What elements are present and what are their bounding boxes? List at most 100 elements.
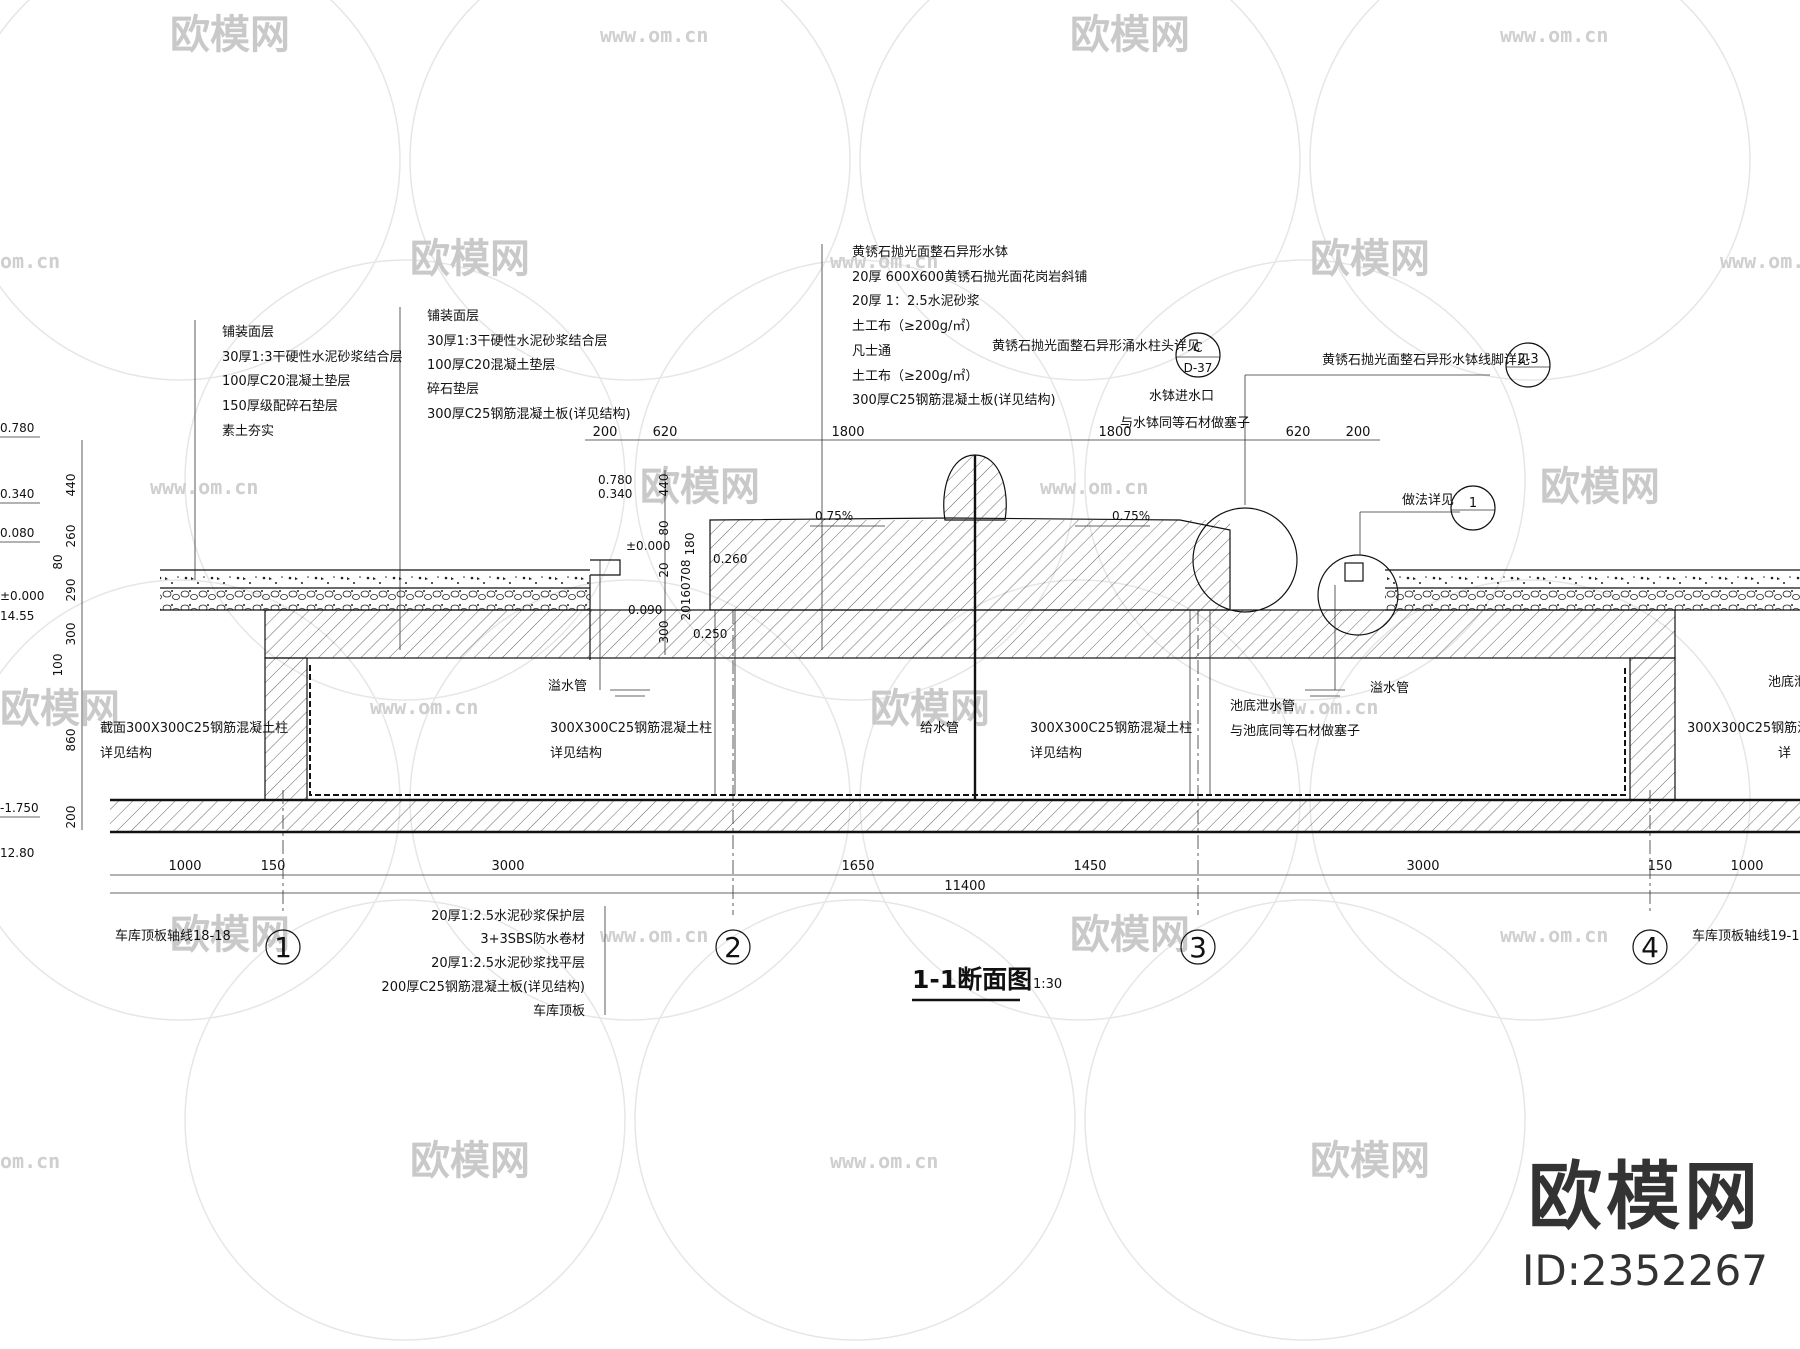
level-label: -1.750 <box>0 801 39 815</box>
axis-label-2: 2 <box>724 931 742 964</box>
note-inlet: 水钵进水口 <box>1149 389 1214 404</box>
watermark-url: www.om.cn <box>150 475 258 499</box>
wall-right <box>1630 658 1675 800</box>
callout-c-sub: D-37 <box>1184 361 1213 375</box>
watermark-url: www.om.cn <box>1040 475 1148 499</box>
left-edge-step <box>590 559 621 576</box>
note-column-left: 截面300X300C25钢筋混凝土柱 <box>100 720 288 736</box>
dim-vertical: 80 <box>657 520 671 535</box>
level-label: ±0.000 <box>626 539 670 553</box>
watermark-brand: 欧模网 <box>410 236 530 282</box>
title-text: 1-1断面图 <box>912 965 1032 994</box>
axis-bubble-1 <box>265 929 301 965</box>
note: 凡士通 <box>852 344 891 359</box>
dimensions-mid: 440 180 80 20 20160708 300 <box>657 474 697 644</box>
watermark-brand: 欧模网 <box>1310 236 1430 282</box>
dim-vertical: 440 <box>657 474 671 497</box>
axis-note-right: 车库顶板轴线19-19 <box>1692 928 1800 944</box>
notes-pipes: 溢水管 溢水管 给水管 池底泄水管 与池底同等石材做塞子 截面300X300C2… <box>100 674 1800 761</box>
watermark-url: www.om.cn <box>1720 249 1800 273</box>
waterproof-line <box>309 665 1626 796</box>
watermark-url: www.om.cn <box>1500 23 1608 47</box>
slope-label: 0.75% <box>815 509 853 523</box>
note-drain-plug: 与池底同等石材做塞子 <box>1230 723 1360 739</box>
note-column-mid: 详见结构 <box>550 746 602 761</box>
dim-top: 200 <box>593 425 618 440</box>
level-label: 0.340 <box>598 487 632 501</box>
note: 300厚C25钢筋混凝土板(详见结构) <box>427 406 631 422</box>
note-column-right: 300X300C25钢筋混凝 <box>1687 720 1800 736</box>
note: 铺装面层 <box>222 325 274 340</box>
notes-center-paving: 铺装面层 30厚1:3干硬性水泥砂浆结合层 100厚C20混凝土垫层 碎石垫层 … <box>427 309 631 422</box>
callouts: 黄锈石抛光面整石异形涌水柱头详见 C D-37 黄锈石抛光面整石异形水钵线脚详见… <box>992 332 1551 531</box>
note: 土工布（≥200g/㎡） <box>852 369 978 384</box>
note-detail-ref: 做法详见 <box>1402 493 1454 508</box>
note: 碎石垫层 <box>427 381 479 397</box>
watermark-brand: 欧模网 <box>1540 464 1660 510</box>
gravel-right <box>1385 588 1800 610</box>
brand-name: 欧模网 <box>1528 1154 1762 1240</box>
note-column-mid: 详见结构 <box>1030 746 1082 761</box>
note-fountain-detail: 黄锈石抛光面整石异形涌水柱头详见 <box>992 339 1200 354</box>
callout-bubble-23 <box>1505 342 1551 388</box>
dim-top: 620 <box>1286 425 1311 440</box>
note: 300厚C25钢筋混凝土板(详见结构) <box>852 392 1056 408</box>
dim-top: 1800 <box>831 425 864 440</box>
level-label: 0.780 <box>598 473 632 487</box>
leaders <box>194 244 1490 1015</box>
watermark-brand: 欧模网 <box>1070 12 1190 58</box>
structure <box>81 440 1800 834</box>
dim-bottom: 150 <box>1648 859 1673 874</box>
notes-pool-top: 黄锈石抛光面整石异形水钵 20厚 600X600黄锈石抛光面花岗岩斜铺 20厚 … <box>852 245 1087 408</box>
dim-vertical: 180 <box>683 533 697 556</box>
watermark-url: www.om.cn <box>830 249 938 273</box>
level-label: 0.080 <box>0 526 34 540</box>
axis-bubble-3 <box>1180 929 1216 965</box>
paving-right <box>1385 570 1800 588</box>
watermark-url: om.cn <box>0 249 60 273</box>
watermark-brand: 欧模网 <box>170 912 290 958</box>
note-drain: 池底泄水管 <box>1230 698 1295 714</box>
note: 素土夯实 <box>222 424 274 439</box>
note: 黄锈石抛光面整石异形水钵 <box>852 245 1008 260</box>
note: 20厚1:2.5水泥砂浆找平层 <box>431 956 585 971</box>
watermark-url: www.om.cn <box>1500 923 1608 947</box>
note: 20厚 600X600黄锈石抛光面花岗岩斜铺 <box>852 269 1087 285</box>
dimensions-left: 440 260 80 290 300 100 860 200 <box>51 474 78 829</box>
wall-left-outline <box>264 657 308 801</box>
note-trough-detail: 黄锈石抛光面整石异形水钵线脚详见 <box>1322 352 1530 368</box>
roof-slab <box>110 800 1800 832</box>
note-column-left: 详见结构 <box>100 746 152 761</box>
watermark-url: www.om.cn <box>1270 695 1378 719</box>
pool-body <box>710 520 1230 610</box>
callout-c: C <box>1193 341 1202 356</box>
dim-bottom: 1000 <box>1730 859 1763 874</box>
dim-vertical: 200 <box>64 806 78 829</box>
callout-bubble-c <box>1175 332 1221 378</box>
note: 30厚1:3干硬性水泥砂浆结合层 <box>222 350 402 365</box>
dim-bottom: 1000 <box>168 859 201 874</box>
note-overflow: 溢水管 <box>548 679 587 694</box>
level-label: 0.340 <box>0 487 34 501</box>
watermark-brand: 欧模网 <box>410 1138 530 1184</box>
note: 20厚 1：2.5水泥砂浆 <box>852 294 980 309</box>
dim-total: 11400 <box>944 879 985 894</box>
levels-mid: 0.780 0.340 ±0.000 0.260 0.090 0.250 <box>598 473 747 641</box>
title-scale: 1:30 <box>1033 977 1062 992</box>
callout-1: 1 <box>1469 496 1477 511</box>
dim-vertical: 80 <box>51 554 65 569</box>
watermark-brand: 欧模网 <box>1310 1138 1430 1184</box>
detail-circle-edge <box>1317 554 1399 636</box>
dim-vertical: 100 <box>51 654 65 677</box>
level-label: 0.260 <box>713 552 747 566</box>
note: 20厚1:2.5水泥砂浆保护层 <box>431 909 585 924</box>
axis-label-3: 3 <box>1189 931 1207 964</box>
watermark-layer: 欧模网 www.om.cn 欧模网 www.om.cn om.cn 欧模网 ww… <box>0 12 1800 1184</box>
dim-vertical: 260 <box>64 525 78 548</box>
watermark-url: www.om.cn <box>830 1149 938 1173</box>
dim-vertical: 20 <box>657 562 671 577</box>
axis-label-1: 1 <box>274 931 292 964</box>
note-column-mid: 300X300C25钢筋混凝土柱 <box>1030 720 1192 736</box>
gravel-left <box>160 588 590 610</box>
axis-note-left: 车库顶板轴线18-18 <box>115 928 231 944</box>
